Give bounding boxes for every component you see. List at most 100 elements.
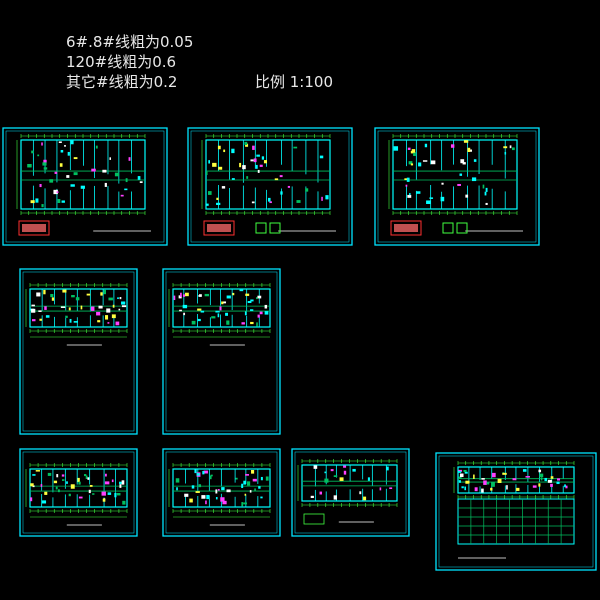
drawing-sheet[interactable] xyxy=(162,448,281,537)
fixture-symbol xyxy=(122,500,126,505)
fixture-symbol xyxy=(407,194,412,198)
fixture-symbol xyxy=(482,184,485,189)
fixture-symbol xyxy=(458,480,461,483)
fixture-symbol xyxy=(115,321,120,326)
fixture-symbol xyxy=(101,491,106,496)
fixture-symbol xyxy=(195,491,200,493)
fixture-symbol xyxy=(87,477,90,480)
fixture-symbol xyxy=(463,140,469,143)
fixture-symbol xyxy=(463,469,467,472)
fixture-symbol xyxy=(250,321,254,325)
grid-outline xyxy=(457,498,575,545)
fixture-symbol xyxy=(251,469,255,474)
sheet-inner-frame xyxy=(22,271,135,432)
drawing-sheet[interactable] xyxy=(19,448,138,537)
fixture-symbol xyxy=(253,158,257,163)
detail-box xyxy=(456,222,468,234)
fixture-symbol xyxy=(32,474,36,476)
fixture-symbol xyxy=(413,152,416,157)
fixture-symbol xyxy=(263,160,268,164)
fixture-symbol xyxy=(201,495,206,499)
fixture-symbol xyxy=(43,167,48,170)
fixture-symbol xyxy=(73,157,78,160)
drawing-sheet[interactable] xyxy=(19,268,138,435)
fixture-symbol xyxy=(465,480,470,484)
fixture-symbol xyxy=(406,177,410,182)
fixture-symbol xyxy=(217,488,220,491)
sheet-frame xyxy=(374,127,540,246)
fixture-symbol xyxy=(91,306,95,311)
drawing-sheet[interactable] xyxy=(291,448,410,537)
fixture-symbol xyxy=(418,162,422,167)
drawing-sheet[interactable] xyxy=(435,452,597,571)
fixture-symbol xyxy=(121,305,127,308)
fixture-symbol xyxy=(30,483,34,487)
legend-fill xyxy=(394,224,418,232)
drawing-sheet[interactable] xyxy=(162,268,281,435)
fixture-symbol xyxy=(249,490,252,493)
fixture-symbol xyxy=(173,295,176,301)
fixture-symbol xyxy=(458,471,462,473)
fixture-symbol xyxy=(95,145,98,149)
plan-outline xyxy=(301,464,398,502)
fixture-symbol xyxy=(139,181,143,184)
fixture-symbol xyxy=(226,320,230,325)
legend-box xyxy=(303,513,325,525)
sheet-frame xyxy=(162,268,281,435)
fixture-symbol xyxy=(104,182,107,187)
plan-outline xyxy=(205,139,331,210)
fixture-symbol xyxy=(367,477,370,481)
fixture-symbol xyxy=(42,162,47,166)
fixture-symbol xyxy=(241,502,244,507)
fixture-symbol xyxy=(43,159,47,163)
fixture-symbol xyxy=(256,154,260,157)
fixture-symbol xyxy=(41,204,44,208)
fixture-symbol xyxy=(202,470,205,475)
sheet-frame xyxy=(19,268,138,435)
fixture-symbol xyxy=(251,201,255,204)
fixture-symbol xyxy=(430,160,436,165)
drawing-sheet[interactable] xyxy=(2,127,168,246)
fixture-symbol xyxy=(244,493,247,496)
fixture-symbol xyxy=(30,497,33,502)
fixture-symbol xyxy=(66,481,68,484)
note-line-weight-3: 其它#线粗为0.2 xyxy=(66,73,178,91)
fixture-symbol xyxy=(61,479,65,481)
fixture-symbol xyxy=(221,487,225,491)
fixture-symbol xyxy=(71,295,75,298)
drawing-sheet[interactable] xyxy=(187,127,353,246)
fixture-symbol xyxy=(53,189,58,195)
fixture-symbol xyxy=(259,311,263,315)
fixture-symbol xyxy=(245,293,250,296)
fixture-symbol xyxy=(485,187,488,192)
fixture-symbol xyxy=(112,304,115,308)
fixture-symbol xyxy=(56,191,59,193)
fixture-symbol xyxy=(484,191,487,196)
fixture-symbol xyxy=(407,147,411,150)
plan-outline xyxy=(392,139,518,210)
fixture-symbol xyxy=(409,193,411,196)
fixture-symbol xyxy=(267,197,271,202)
plan-outline xyxy=(172,288,271,328)
sheet-frame xyxy=(187,127,353,246)
drawing-sheet[interactable] xyxy=(374,127,540,246)
note-line-weight-2: 120#线粗为0.6 xyxy=(66,53,177,71)
fixture-symbol xyxy=(182,304,188,309)
fixture-symbol xyxy=(464,486,467,491)
fixture-symbol xyxy=(491,472,496,478)
fixture-symbol xyxy=(330,469,334,472)
fixture-symbol xyxy=(44,491,48,495)
fixture-symbol xyxy=(67,151,70,156)
fixture-symbol xyxy=(511,147,515,151)
sheet-frame xyxy=(2,127,168,246)
fixture-symbol xyxy=(216,197,219,200)
fixture-symbol xyxy=(232,292,235,296)
fixture-symbol xyxy=(481,488,484,493)
fixture-symbol xyxy=(107,322,110,324)
fixture-symbol xyxy=(410,163,414,166)
fixture-symbol xyxy=(247,300,252,304)
fixture-symbol xyxy=(269,201,272,204)
fixture-symbol xyxy=(226,295,231,299)
fixture-symbol xyxy=(206,171,208,176)
